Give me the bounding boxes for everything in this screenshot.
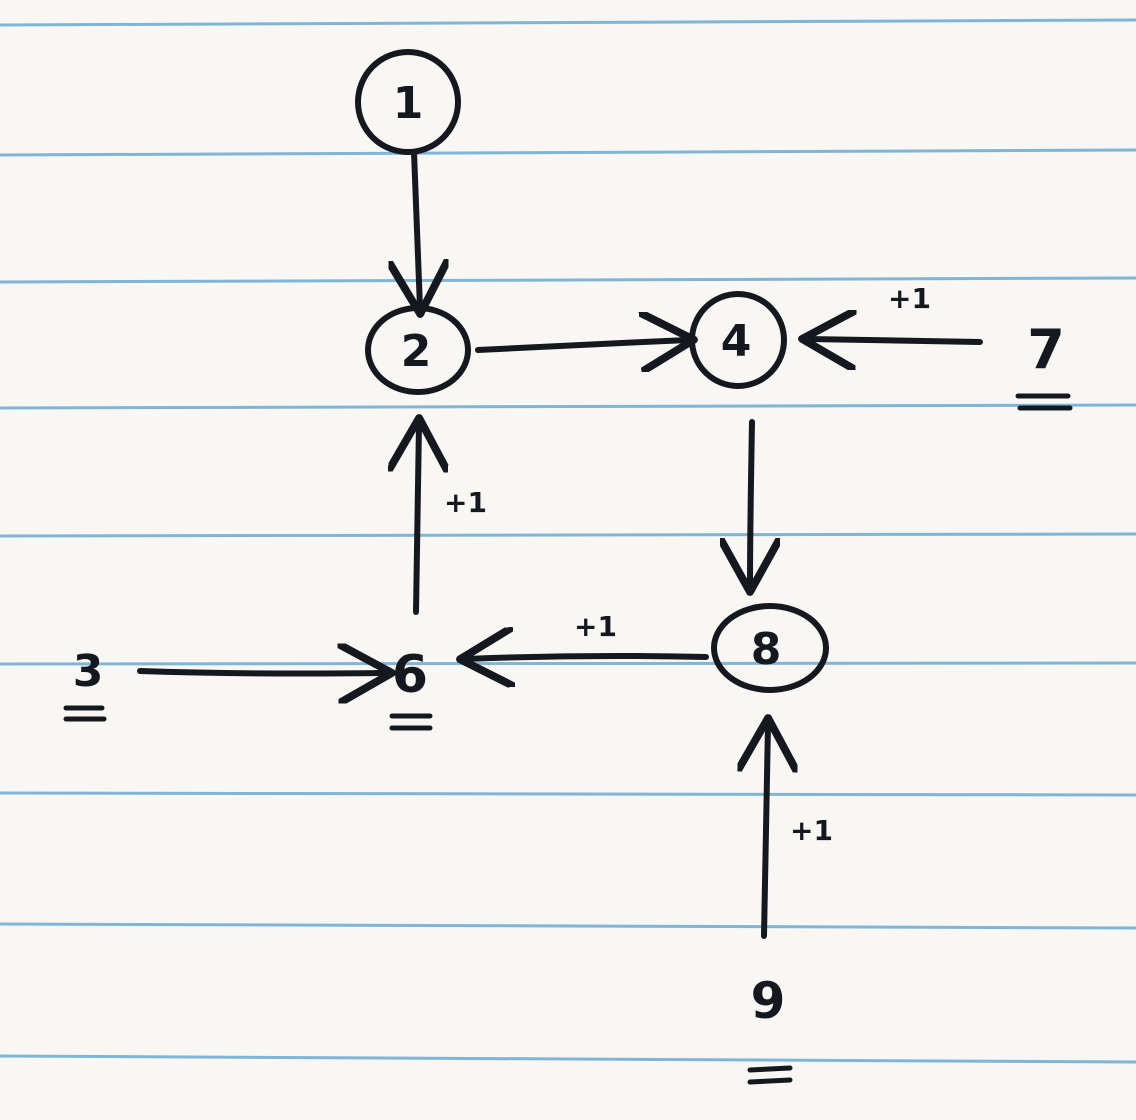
node-label: 2	[401, 326, 432, 377]
rule-line	[0, 791, 1136, 797]
rule-line	[0, 148, 1136, 157]
edge-4-8	[750, 419, 752, 586]
rule-line	[0, 276, 1136, 284]
node-6: 6	[389, 645, 433, 731]
edge-8-6	[466, 656, 709, 659]
edge-7-4	[808, 339, 983, 342]
node-label: 9	[751, 972, 786, 1030]
node-label: 7	[1027, 318, 1065, 381]
node-9: 9	[747, 972, 793, 1085]
node-circle	[365, 305, 471, 395]
underline	[747, 1065, 793, 1073]
node-1: 1	[355, 49, 461, 155]
edge-6-2	[416, 424, 419, 615]
node-circle	[711, 603, 829, 693]
ruled-lines	[0, 18, 1136, 1064]
rule-line	[0, 403, 1136, 410]
node-label: 4	[721, 316, 752, 367]
node-2: 2	[365, 305, 471, 395]
node-label: 6	[392, 645, 428, 705]
node-7: 7	[1015, 318, 1073, 411]
underline	[747, 1077, 793, 1085]
rule-line	[0, 532, 1136, 538]
node-3: 3	[63, 646, 107, 722]
node-4: 4	[689, 291, 787, 389]
node-8: 8	[711, 603, 829, 693]
rule-line	[0, 661, 1136, 666]
node-circle	[689, 291, 787, 389]
rule-line	[0, 1054, 1136, 1064]
node-label: 1	[393, 78, 424, 129]
edge-3-6	[137, 671, 386, 674]
edges	[137, 149, 983, 939]
weight-9-8: +1	[790, 814, 833, 847]
weight-8-6: +1	[574, 610, 617, 643]
node-circle	[355, 49, 461, 155]
edge-2-4	[475, 340, 688, 350]
node-label: 8	[751, 624, 782, 675]
node-label: 3	[73, 646, 104, 697]
edge-1-2	[414, 149, 420, 308]
rule-line	[0, 922, 1136, 930]
weight-7-4: +1	[888, 282, 931, 315]
edge-9-8	[764, 724, 768, 939]
rule-line	[0, 18, 1136, 27]
edge-weights: +1 +1 +1 +1	[444, 282, 931, 847]
weight-6-2: +1	[444, 486, 487, 519]
